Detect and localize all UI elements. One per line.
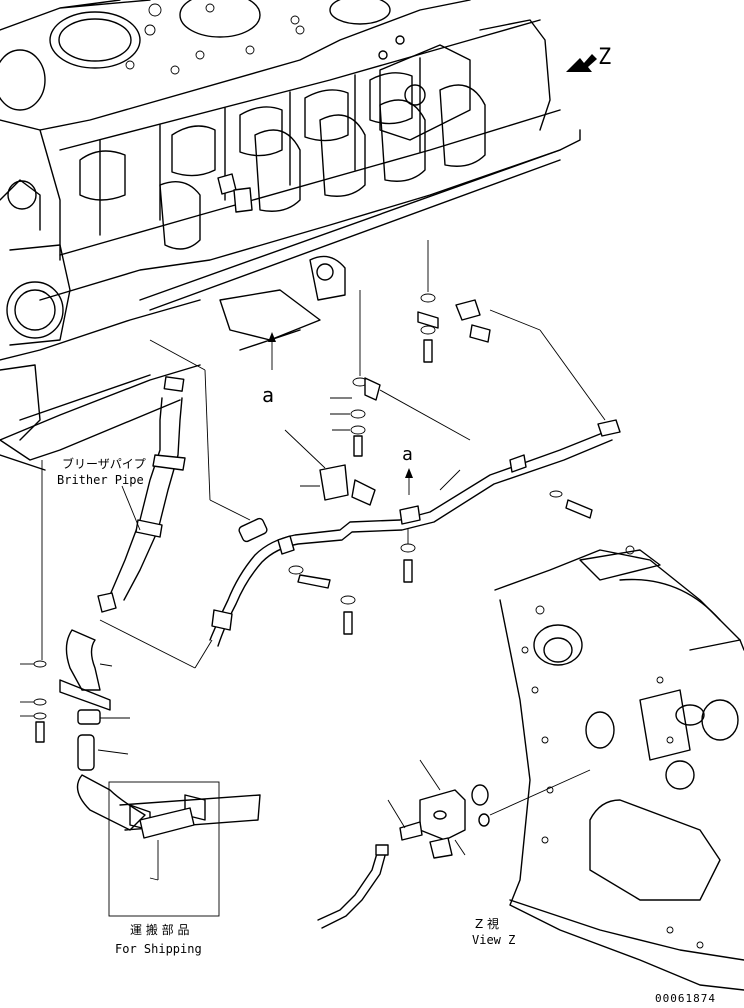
view-z-arrow: Z xyxy=(566,45,611,72)
gear-case-view-z xyxy=(494,545,744,991)
shipping-en-label: For Shipping xyxy=(115,942,202,956)
shipping-jp-label: 運 搬 部 品 xyxy=(130,922,189,937)
vent-tube xyxy=(99,309,621,669)
breather-jp-label: ブリーザパイプ xyxy=(62,456,146,471)
view-jp-label: Z 視 xyxy=(475,916,499,931)
engine-block xyxy=(0,0,581,471)
pointer-a-left: a xyxy=(262,332,276,407)
view-en-label: View Z xyxy=(472,933,515,947)
breather-pipe xyxy=(97,376,186,613)
pointer-a-right: a xyxy=(402,444,413,495)
sensor-bracket xyxy=(317,759,591,929)
shipping-box xyxy=(76,774,261,917)
pointer-left-label: a xyxy=(262,383,274,407)
engine-brackets xyxy=(217,173,346,351)
middle-fasteners xyxy=(288,240,593,635)
left-fasteners xyxy=(20,460,130,755)
pointer-right-label: a xyxy=(402,444,413,465)
breather-elbow xyxy=(59,629,111,771)
view-arrow-label: Z xyxy=(598,45,611,70)
drawing-number: 00061874 xyxy=(655,992,716,1005)
breather-en-label: Brither Pipe xyxy=(57,473,144,487)
